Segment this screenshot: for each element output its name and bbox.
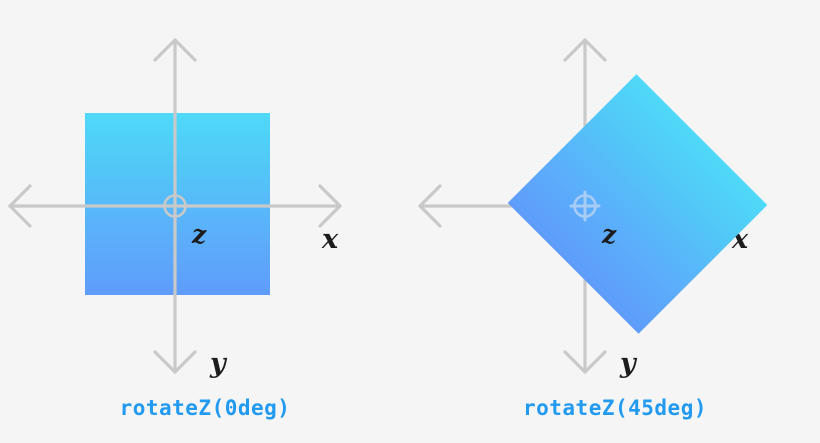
axis-label-z-left: z xyxy=(192,220,207,249)
axis-label-y-left: y xyxy=(210,348,226,379)
axis-label-z-right: z xyxy=(602,220,617,249)
origin-overlay-right xyxy=(569,190,601,222)
axis-label-y-right: y xyxy=(620,348,636,379)
axis-label-x-left: x xyxy=(322,224,339,255)
panel-rotatez-0deg: x y z rotateZ(0deg) xyxy=(8,38,342,420)
caption-rotatez-0deg: rotateZ(0deg) xyxy=(119,396,291,420)
caption-rotatez-45deg: rotateZ(45deg) xyxy=(522,396,707,420)
